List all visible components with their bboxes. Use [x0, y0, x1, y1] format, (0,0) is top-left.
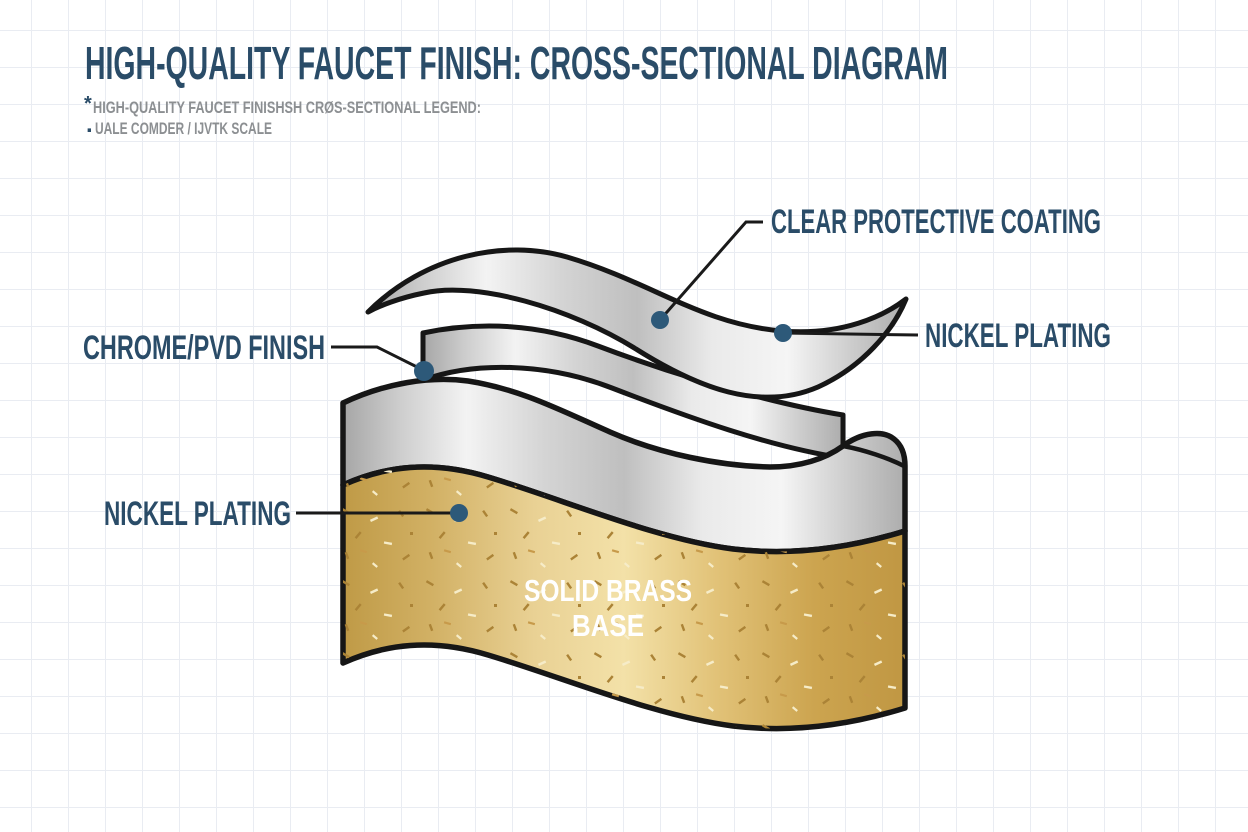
slab-curl-front-edge: [842, 443, 906, 469]
brass-speckle-texture: [343, 466, 905, 729]
page-title: HIGH-QUALITY FAUCET FINISH: CROSS-SECTIO…: [85, 37, 948, 89]
label-clear-protective-coating: CLEAR PROTECTIVE COATING: [771, 203, 1101, 241]
clear-coating-layer: [365, 247, 909, 400]
chrome-pvd-leader-line: [331, 345, 424, 372]
nickel-right-leader-line: [782, 331, 919, 337]
label-nickel-plating-right: NICKEL PLATING: [925, 317, 1111, 355]
legend-line-2: UALE COMDER / IJVTK SCALE: [95, 120, 272, 138]
label-solid-brass-line2: BASE: [572, 608, 644, 643]
legend-marker-dot: .: [86, 111, 93, 138]
nickel-left-callout-dot: [450, 504, 468, 522]
label-chrome-pvd-finish: CHROME/PVD FINISH: [83, 329, 325, 367]
label-solid-brass-line1: SOLID BRASS: [524, 573, 692, 608]
chrome-pvd-callout-dot: [414, 361, 434, 381]
nickel-right-callout-dot: [774, 324, 792, 342]
legend-marker-asterisk: *: [84, 93, 92, 115]
clear-coating-leader-line: [658, 220, 763, 321]
legend-line-1: HIGH-QUALITY FAUCET FINISHSH CRØS-SECTIO…: [93, 99, 481, 117]
clear-coating-callout-dot: [651, 311, 669, 329]
label-nickel-plating-left: NICKEL PLATING: [104, 495, 291, 533]
